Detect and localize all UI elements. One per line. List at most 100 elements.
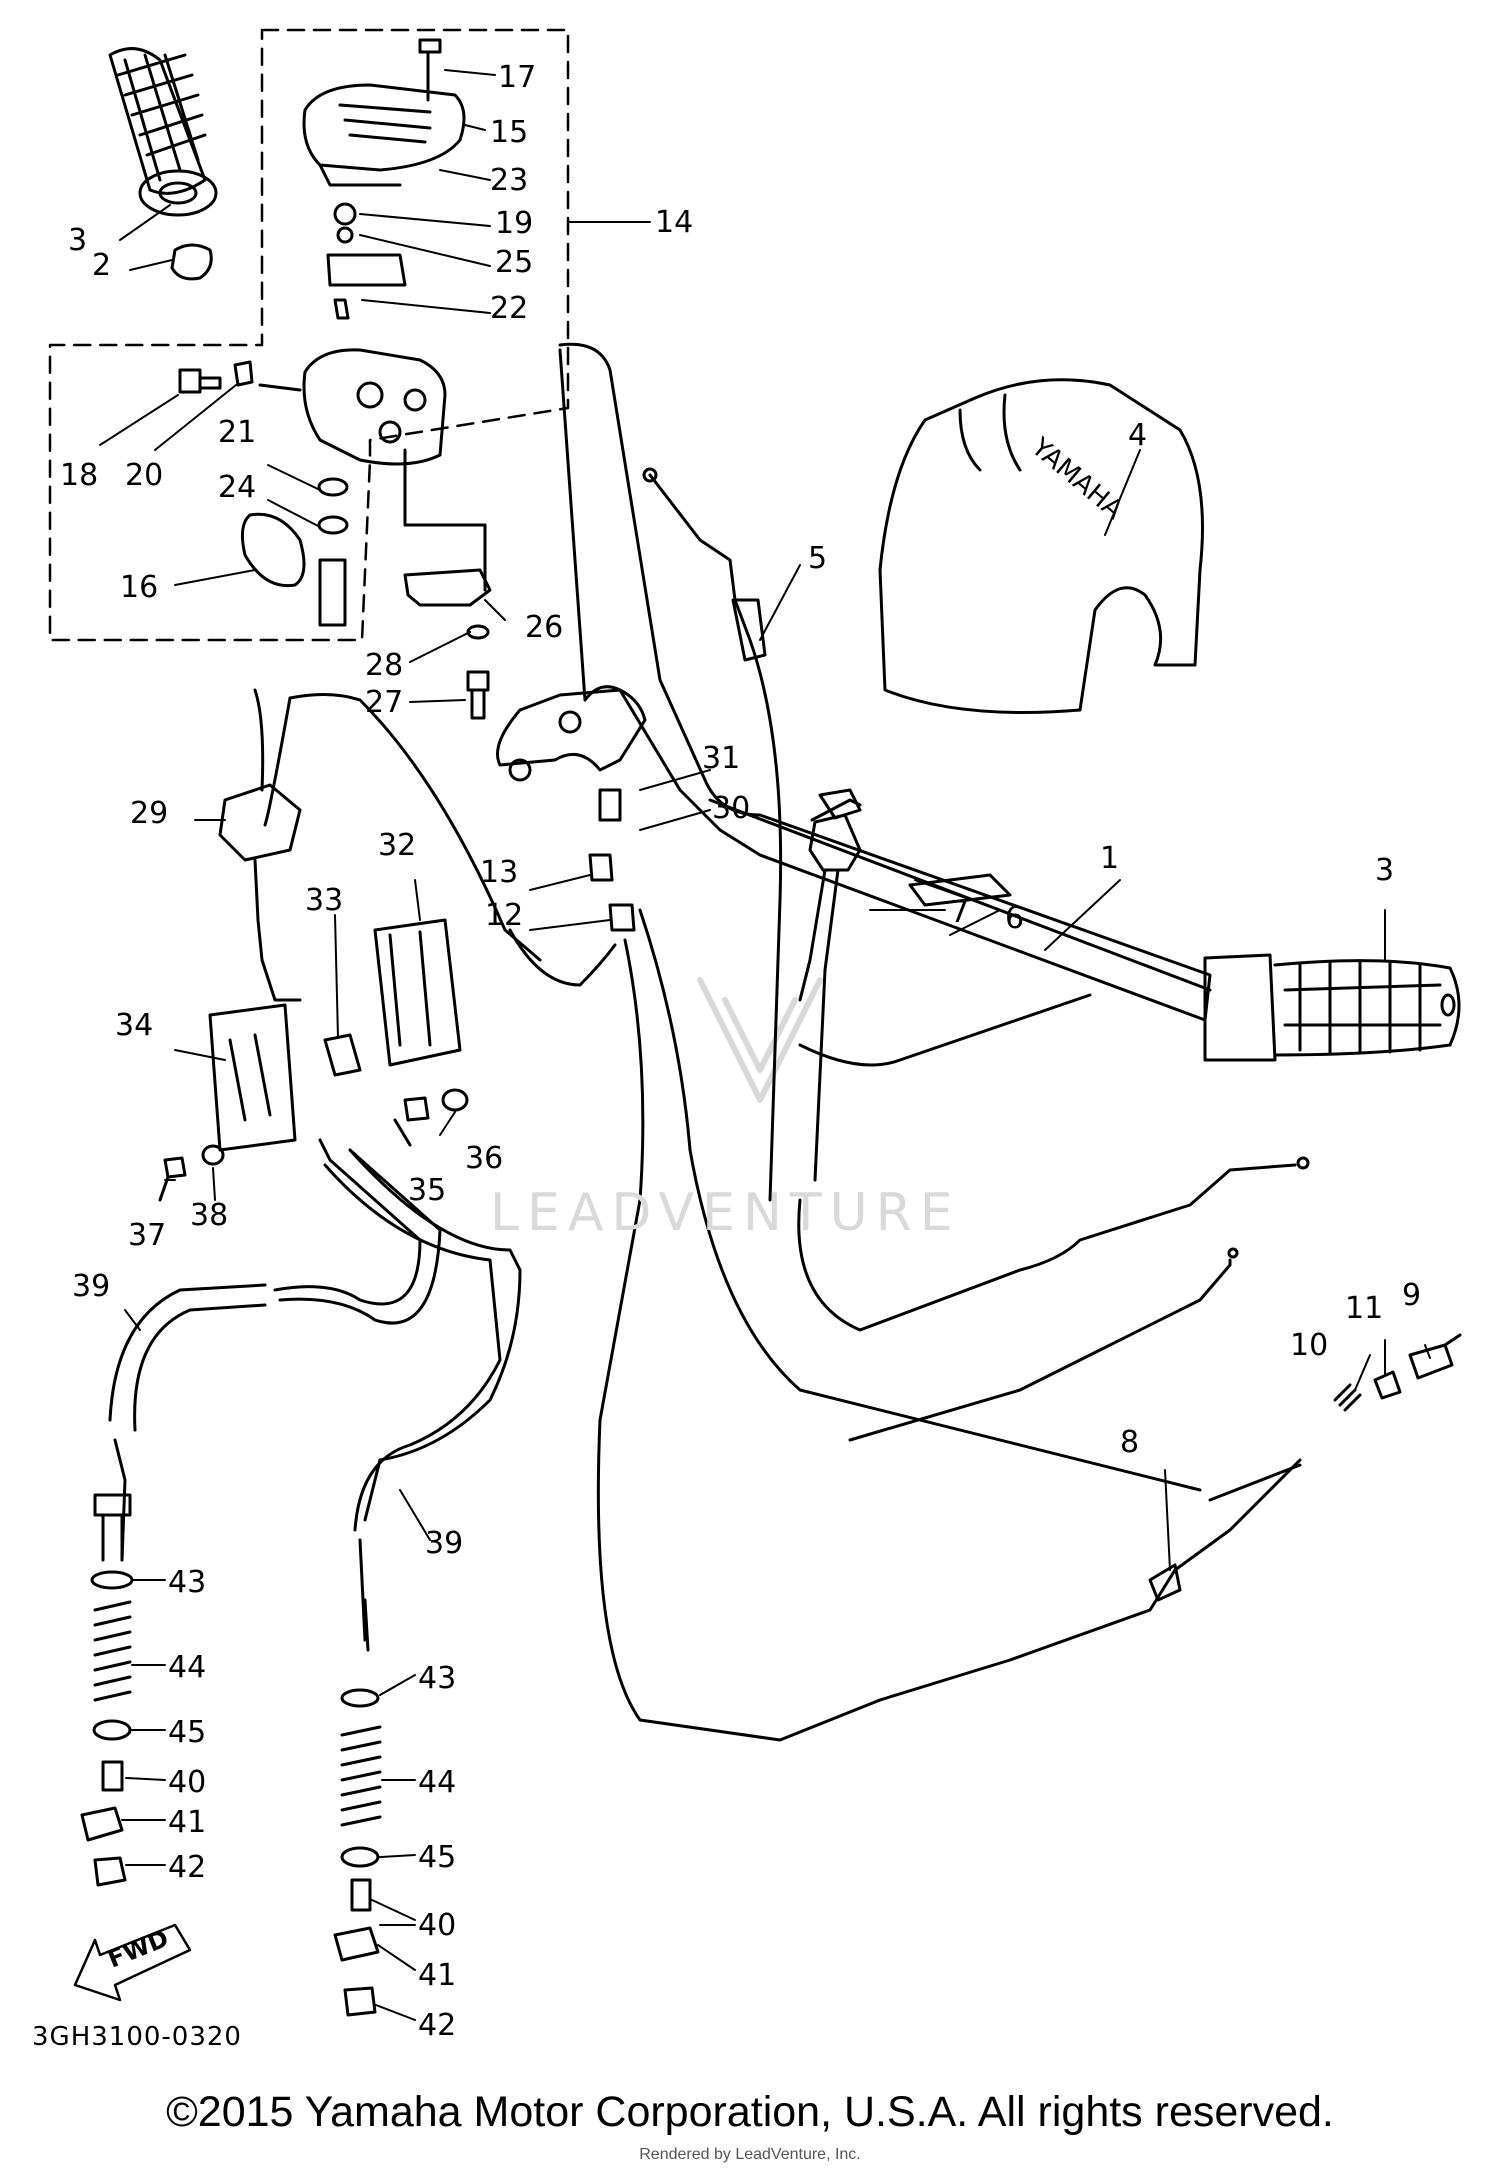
brake-lever-assembly [798,788,1012,1182]
callout-44-right: 44 [418,1765,456,1800]
callout-24: 24 [218,470,256,505]
throttle-cable [638,908,1202,1492]
callout-14: 14 [655,205,693,240]
callout-33: 33 [305,883,343,918]
right-grip [1203,953,1461,1062]
cable-end [1227,1247,1239,1259]
callout-7: 7 [950,895,969,930]
throttle-cable [596,938,882,1742]
callout-10: 10 [1290,1328,1328,1363]
connector-33 [323,1033,362,1077]
choke-cable [642,467,783,1202]
direction-arrow [73,1923,192,2002]
cover-brand: YAMAHA [1025,432,1129,526]
throttle-cable [508,928,617,987]
choke-lever [240,512,347,627]
callout-45-right: 45 [418,1840,456,1875]
callout-26: 26 [525,610,563,645]
leader-lines [99,69,1431,2021]
drawing-code: 3GH3100-0320 [32,2022,242,2052]
callout-13: 13 [480,855,518,890]
washer [317,515,349,535]
callout-12: 12 [485,898,523,933]
callout-43-right: 43 [418,1661,456,1696]
callout-42-left: 42 [168,1850,206,1885]
throttle-cable [263,696,292,827]
adjuster [598,788,622,822]
callout-8: 8 [1120,1425,1139,1460]
callout-6: 6 [1005,901,1024,936]
callout-38: 38 [190,1198,228,1233]
brake-cable [797,1163,1297,1332]
washer [201,1144,225,1166]
washer [441,1088,469,1112]
adjusting-nut [1408,1333,1462,1380]
throttle-lever [496,688,647,782]
callout-28: 28 [365,648,403,683]
bracket-link [403,448,487,592]
callout-17: 17 [498,60,536,95]
callout-3-right: 3 [1375,853,1394,888]
rendered-by-notice: Rendered by LeadVenture, Inc. [639,2146,861,2163]
callout-32: 32 [378,828,416,863]
spring [1333,1383,1362,1412]
bolt [466,670,490,720]
relay-32 [373,918,462,1067]
callout-22: 22 [490,291,528,326]
screw [178,368,222,394]
callout-41-right: 41 [418,1958,456,1993]
throttle-cable [288,692,542,962]
callout-27: 27 [365,685,403,720]
callout-25: 25 [495,245,533,280]
callout-40-left: 40 [168,1765,206,1800]
watermark-text: LEADVENTURE [490,1183,961,1243]
washer [317,477,349,497]
handlebar [558,342,1212,1067]
callout-42-right: 42 [418,2008,456,2043]
cable-end-fitting [1373,1370,1402,1400]
adjuster-stack-left [80,1493,134,1887]
callout-39-right: 39 [425,1526,463,1561]
adjuster-stack-right [333,1598,382,2017]
callout-11: 11 [1345,1291,1383,1326]
clip [233,360,254,387]
callout-3-left: 3 [68,223,87,258]
callout-4: 4 [1128,418,1147,453]
cable-end [1296,1156,1310,1170]
callout-35: 35 [408,1173,446,1208]
grip-collar [170,243,213,281]
callout-18: 18 [60,458,98,493]
screw [418,38,442,102]
screw [393,1096,430,1147]
adjuster [588,853,614,882]
callouts: 1 2 3 3 4 5 6 7 8 9 10 11 12 13 14 15 16… [60,60,1421,2043]
callout-9: 9 [1402,1278,1421,1313]
handlebar-cover [878,378,1204,714]
copyright-notice: ©2015 Yamaha Motor Corporation, U.S.A. A… [166,2088,1334,2136]
callout-41-left: 41 [168,1805,206,1840]
callout-36: 36 [465,1141,503,1176]
callout-44-left: 44 [168,1650,206,1685]
callout-37: 37 [128,1218,166,1253]
callout-1: 1 [1100,841,1119,876]
brake-cable [848,1258,1232,1442]
switch-housing [258,83,466,466]
parking-brake-cable [878,1458,1302,1702]
direction-arrow-label: FWD [104,1924,173,1973]
callout-19: 19 [495,206,533,241]
cable-holder [403,568,492,607]
callout-34: 34 [115,1008,153,1043]
switch-assembly-boundary [48,28,570,642]
callout-43-left: 43 [168,1565,206,1600]
callout-16: 16 [120,570,158,605]
switch-29 [218,688,302,1002]
callout-40-right: 40 [418,1908,456,1943]
brake-cable-39-left [108,1138,442,1562]
adjuster [608,903,636,932]
callout-39-left: 39 [72,1269,110,1304]
callout-5: 5 [808,541,827,576]
callout-20: 20 [125,458,163,493]
plate-34 [208,1003,297,1152]
callout-29: 29 [130,796,168,831]
